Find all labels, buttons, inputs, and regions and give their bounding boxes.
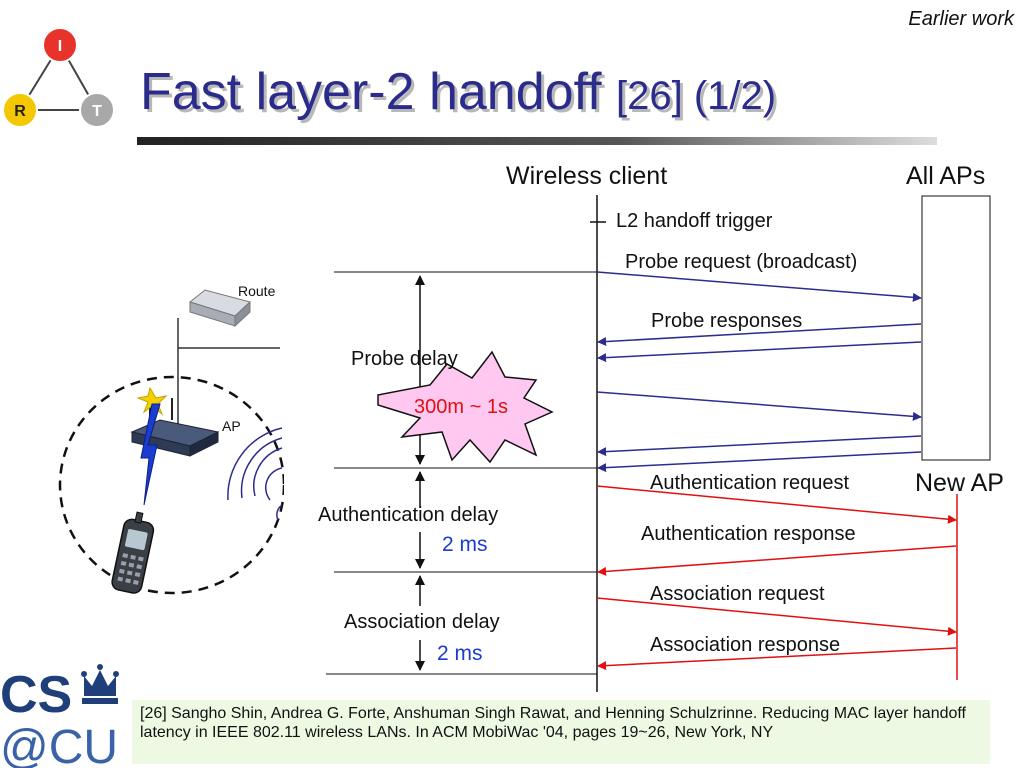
logo-triangle: [18, 43, 99, 111]
cs-at-cu-logo: CS @CU: [0, 664, 119, 768]
probe-response-arrow-2: [597, 341, 922, 363]
logo-node-i: [42, 27, 78, 63]
network-illustration: Route AP: [58, 260, 314, 595]
auth-request-label: Authentication request: [650, 472, 850, 494]
assoc-response-arrow: [597, 647, 957, 671]
irt-logo: I R T: [2, 27, 115, 128]
citation-text: [26] Sangho Shin, Andrea G. Forte, Anshu…: [140, 705, 966, 741]
probe-delay-label: Probe delay: [351, 348, 458, 370]
probe-response-arrow-3: [597, 435, 922, 457]
auth-response-arrow: [597, 545, 957, 576]
new-ap-title: New AP: [915, 469, 1004, 497]
probe-delay-value: 300m ~ 1s: [414, 396, 508, 418]
auth-response-label: Authentication response: [641, 523, 856, 545]
title-main: Fast layer-2 handoff: [140, 63, 602, 121]
assoc-request-label: Association request: [650, 583, 825, 605]
radio-waves: [227, 427, 283, 521]
ap-label: AP: [222, 418, 241, 434]
router-icon: [188, 289, 252, 328]
router-label: Route: [238, 283, 276, 299]
probe-responses-label: Probe responses: [651, 310, 803, 332]
section-label: Earlier work: [908, 8, 1014, 30]
auth-request-arrow: [596, 485, 957, 524]
probe-request-arrow-1: [596, 271, 922, 302]
citation-box: [26] Sangho Shin, Andrea G. Forte, Anshu…: [132, 700, 990, 764]
logo-letter-i: I: [58, 38, 62, 55]
probe-delay-burst: [377, 350, 554, 464]
assoc-request-arrow: [596, 597, 957, 636]
logo-letter-r: R: [14, 103, 26, 120]
probe-request-label: Probe request (broadcast): [625, 251, 858, 273]
wireless-bolt: [140, 403, 161, 506]
assoc-delay-label: Association delay: [344, 611, 500, 633]
logo-letter-t: T: [92, 103, 102, 120]
mobile-phone-icon: [111, 511, 155, 594]
title-underline: [137, 137, 937, 145]
assoc-response-label: Association response: [650, 634, 841, 656]
probe-response-arrow-1: [597, 323, 922, 347]
crown-icon: [81, 664, 119, 704]
logo-cu-text: @CU: [0, 721, 118, 768]
trigger-label: L2 handoff trigger: [616, 210, 773, 232]
auth-delay-label: Authentication delay: [318, 504, 499, 526]
probe-request-arrow-2: [596, 391, 922, 421]
clip-mask: [284, 260, 314, 560]
assoc-delay-value: 2 ms: [437, 642, 483, 665]
all-aps-title: All APs: [906, 162, 986, 190]
logo-node-r: [2, 92, 38, 128]
logo-cs-text: CS: [0, 666, 72, 724]
logo-node-t: [79, 92, 115, 128]
auth-delay-value: 2 ms: [442, 533, 488, 556]
title-reference: [26] (1/2): [615, 74, 777, 118]
wireless-client-title: Wireless client: [506, 162, 668, 190]
slide-title: Fast layer-2 handoff [26] (1/2): [140, 62, 776, 122]
all-aps-box: [921, 195, 991, 461]
probe-response-arrow-4: [597, 451, 922, 473]
